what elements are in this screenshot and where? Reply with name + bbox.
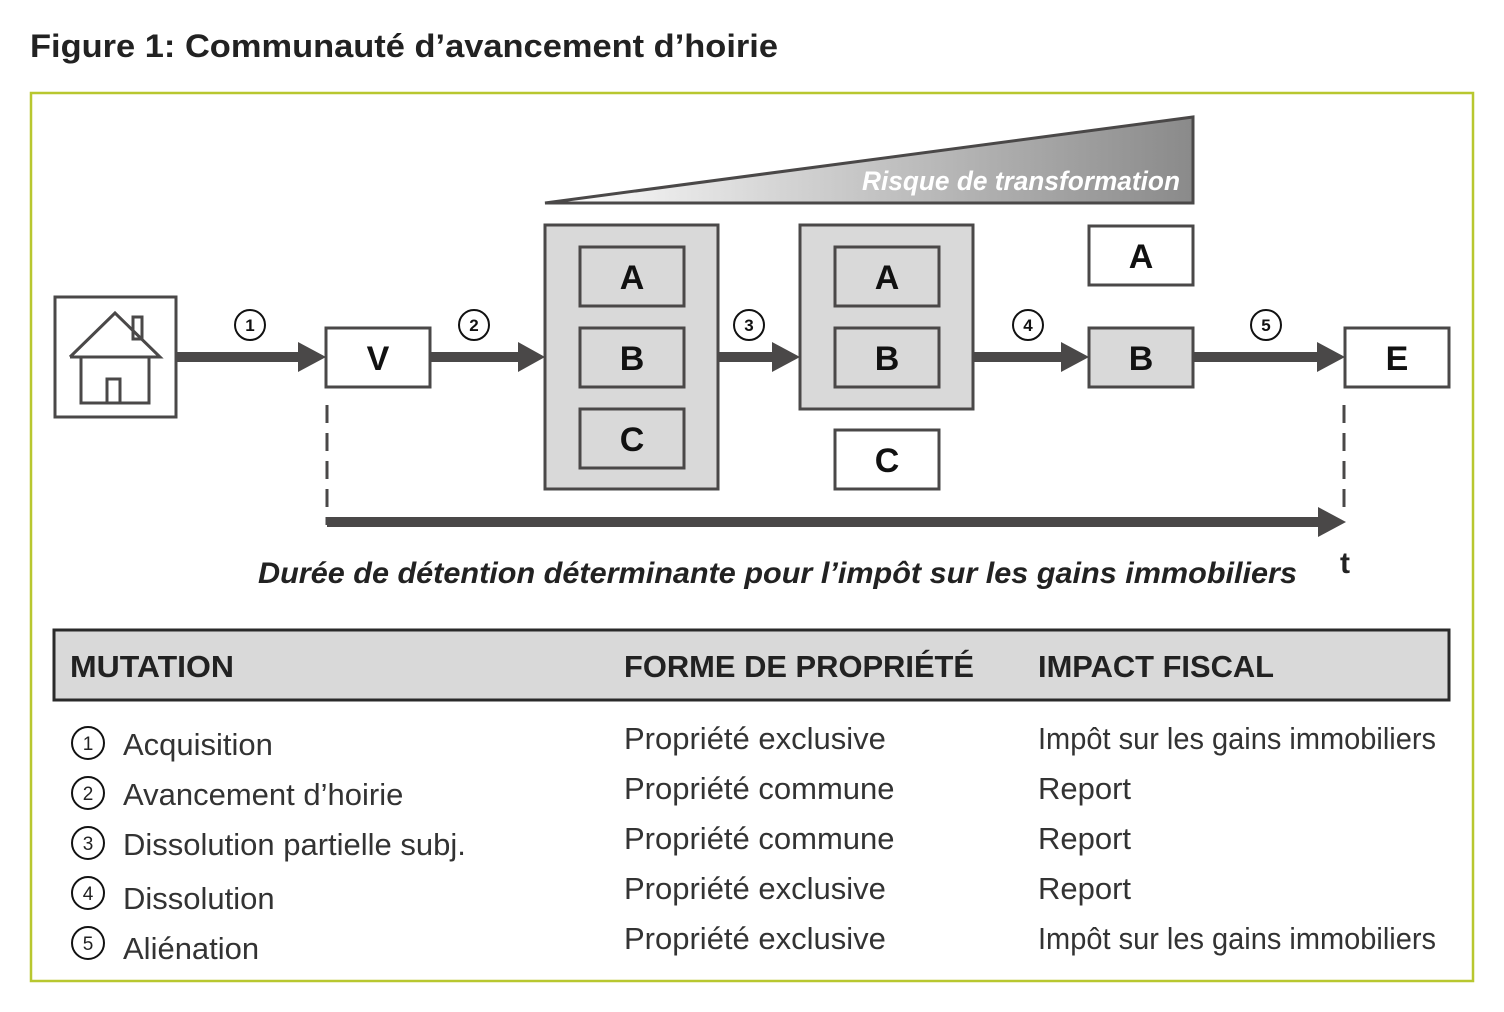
table-row: 5 Aliénation Propriété exclusive Impôt s… [71, 921, 1436, 966]
svg-text:Propriété exclusive: Propriété exclusive [624, 921, 886, 956]
svg-text:B: B [620, 340, 645, 378]
svg-text:V: V [367, 340, 390, 378]
svg-text:B: B [875, 340, 900, 378]
svg-text:E: E [1386, 340, 1409, 378]
svg-text:Avancement d’hoirie: Avancement d’hoirie [123, 777, 403, 812]
svg-text:2: 2 [469, 316, 478, 335]
svg-text:1: 1 [245, 316, 254, 335]
svg-text:3: 3 [83, 834, 94, 855]
community-group-abc: A B C [543, 223, 720, 491]
header-forme: FORME DE PROPRIÉTÉ [624, 649, 974, 684]
community-group-ab: A B [798, 223, 975, 411]
svg-text:A: A [875, 259, 900, 297]
figure-title: Figure 1: Communauté d’avancement d’hoir… [30, 28, 778, 64]
svg-text:Propriété commune: Propriété commune [624, 771, 895, 806]
svg-text:Report: Report [1038, 771, 1131, 806]
svg-text:Propriété commune: Propriété commune [624, 821, 895, 856]
svg-text:5: 5 [1261, 316, 1270, 335]
figure-frame [29, 91, 1475, 983]
step-1-marker: 1 [234, 309, 266, 341]
svg-text:Dissolution: Dissolution [123, 881, 275, 916]
holding-period-timeline [325, 405, 1346, 537]
step-5-marker: 5 [1250, 309, 1282, 341]
step-3-marker: 3 [733, 309, 765, 341]
svg-text:B: B [1129, 340, 1154, 378]
header-impact: IMPACT FISCAL [1038, 649, 1274, 684]
table-row: 1 Acquisition Propriété exclusive Impôt … [71, 721, 1436, 762]
svg-text:A: A [620, 259, 645, 297]
svg-text:Report: Report [1038, 821, 1131, 856]
risk-triangle: Risque de transformation [544, 115, 1195, 205]
svg-text:Report: Report [1038, 871, 1131, 906]
svg-text:3: 3 [744, 316, 753, 335]
step-4-marker: 4 [1012, 309, 1044, 341]
svg-text:C: C [875, 442, 900, 480]
house-icon [53, 295, 178, 419]
box-b: B [1087, 326, 1195, 389]
svg-text:C: C [620, 421, 645, 459]
table-row: 2 Avancement d’hoirie Propriété commune … [71, 771, 1131, 812]
svg-text:1: 1 [83, 734, 94, 755]
svg-text:4: 4 [83, 884, 94, 905]
table-row: 3 Dissolution partielle subj. Propriété … [71, 821, 1131, 862]
box-v: V [324, 326, 432, 389]
step-2-marker: 2 [458, 309, 490, 341]
svg-text:Acquisition: Acquisition [123, 727, 273, 762]
table-row: 4 Dissolution Propriété exclusive Report [71, 871, 1131, 916]
box-e: E [1343, 326, 1451, 389]
risk-label: Risque de transformation [862, 166, 1180, 196]
box-a-out: A [1087, 224, 1195, 287]
svg-text:5: 5 [83, 934, 94, 955]
svg-text:Propriété exclusive: Propriété exclusive [624, 871, 886, 906]
box-c-out: C [833, 428, 941, 491]
mutation-table: MUTATION FORME DE PROPRIÉTÉ IMPACT FISCA… [52, 628, 1451, 966]
svg-text:Propriété exclusive: Propriété exclusive [624, 721, 886, 756]
svg-text:Dissolution partielle subj.: Dissolution partielle subj. [123, 827, 466, 862]
header-mutation: MUTATION [70, 649, 234, 684]
svg-text:Impôt sur les gains immobilier: Impôt sur les gains immobiliers [1038, 721, 1436, 756]
time-label: t [1340, 547, 1350, 580]
svg-text:Aliénation: Aliénation [123, 931, 259, 966]
duration-caption: Durée de détention déterminante pour l’i… [258, 557, 1297, 590]
svg-text:2: 2 [83, 784, 94, 805]
svg-text:A: A [1129, 238, 1154, 276]
svg-text:4: 4 [1023, 316, 1033, 335]
table-header [52, 628, 1451, 702]
flow-arrows [176, 342, 1345, 372]
svg-text:Impôt sur les gains immobilier: Impôt sur les gains immobiliers [1038, 921, 1436, 956]
